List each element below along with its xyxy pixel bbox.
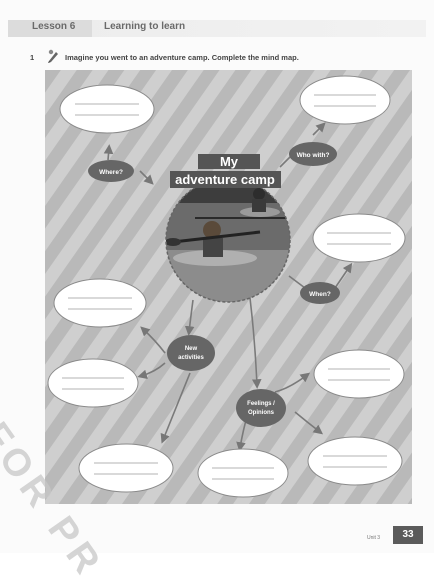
label-feel-line1: Feelings / bbox=[247, 401, 275, 407]
mind-map: My adventure camp Where? Who with? When?… bbox=[45, 70, 412, 504]
answer-oval[interactable] bbox=[300, 76, 390, 124]
unit-label: Unit 3 bbox=[367, 535, 380, 541]
workbook-page: Lesson 6 Learning to learn 1 Imagine you… bbox=[0, 0, 434, 553]
answer-oval[interactable] bbox=[79, 444, 173, 492]
answer-oval[interactable] bbox=[48, 359, 138, 407]
center-title-line1: My bbox=[220, 154, 239, 169]
label-who-with: Who with? bbox=[297, 152, 330, 159]
exercise-instruction: Imagine you went to an adventure camp. C… bbox=[65, 53, 299, 62]
label-when: When? bbox=[309, 291, 331, 298]
bubble-who-with: Who with? bbox=[289, 142, 337, 166]
answer-oval[interactable] bbox=[308, 437, 402, 485]
answer-oval[interactable] bbox=[314, 350, 404, 398]
bubble-new-activities: New activities bbox=[167, 335, 215, 371]
label-where: Where? bbox=[99, 169, 123, 176]
bubble-where: Where? bbox=[88, 160, 134, 182]
answer-oval[interactable] bbox=[60, 85, 154, 133]
answer-oval[interactable] bbox=[313, 214, 405, 262]
writing-task-icon bbox=[47, 49, 59, 63]
bubble-feelings-opinions: Feelings / Opinions bbox=[236, 389, 286, 427]
page-number: 33 bbox=[393, 526, 423, 544]
lesson-title: Learning to learn bbox=[104, 21, 185, 32]
label-new-line1: New bbox=[185, 346, 198, 352]
answer-oval[interactable] bbox=[54, 279, 146, 327]
bubble-when: When? bbox=[300, 282, 340, 304]
lesson-number: Lesson 6 bbox=[32, 21, 75, 32]
exercise-number: 1 bbox=[30, 53, 34, 62]
label-feel-line2: Opinions bbox=[248, 410, 275, 416]
answer-oval[interactable] bbox=[198, 449, 288, 497]
label-new-line2: activities bbox=[178, 355, 204, 361]
center-title-line2: adventure camp bbox=[175, 172, 275, 187]
